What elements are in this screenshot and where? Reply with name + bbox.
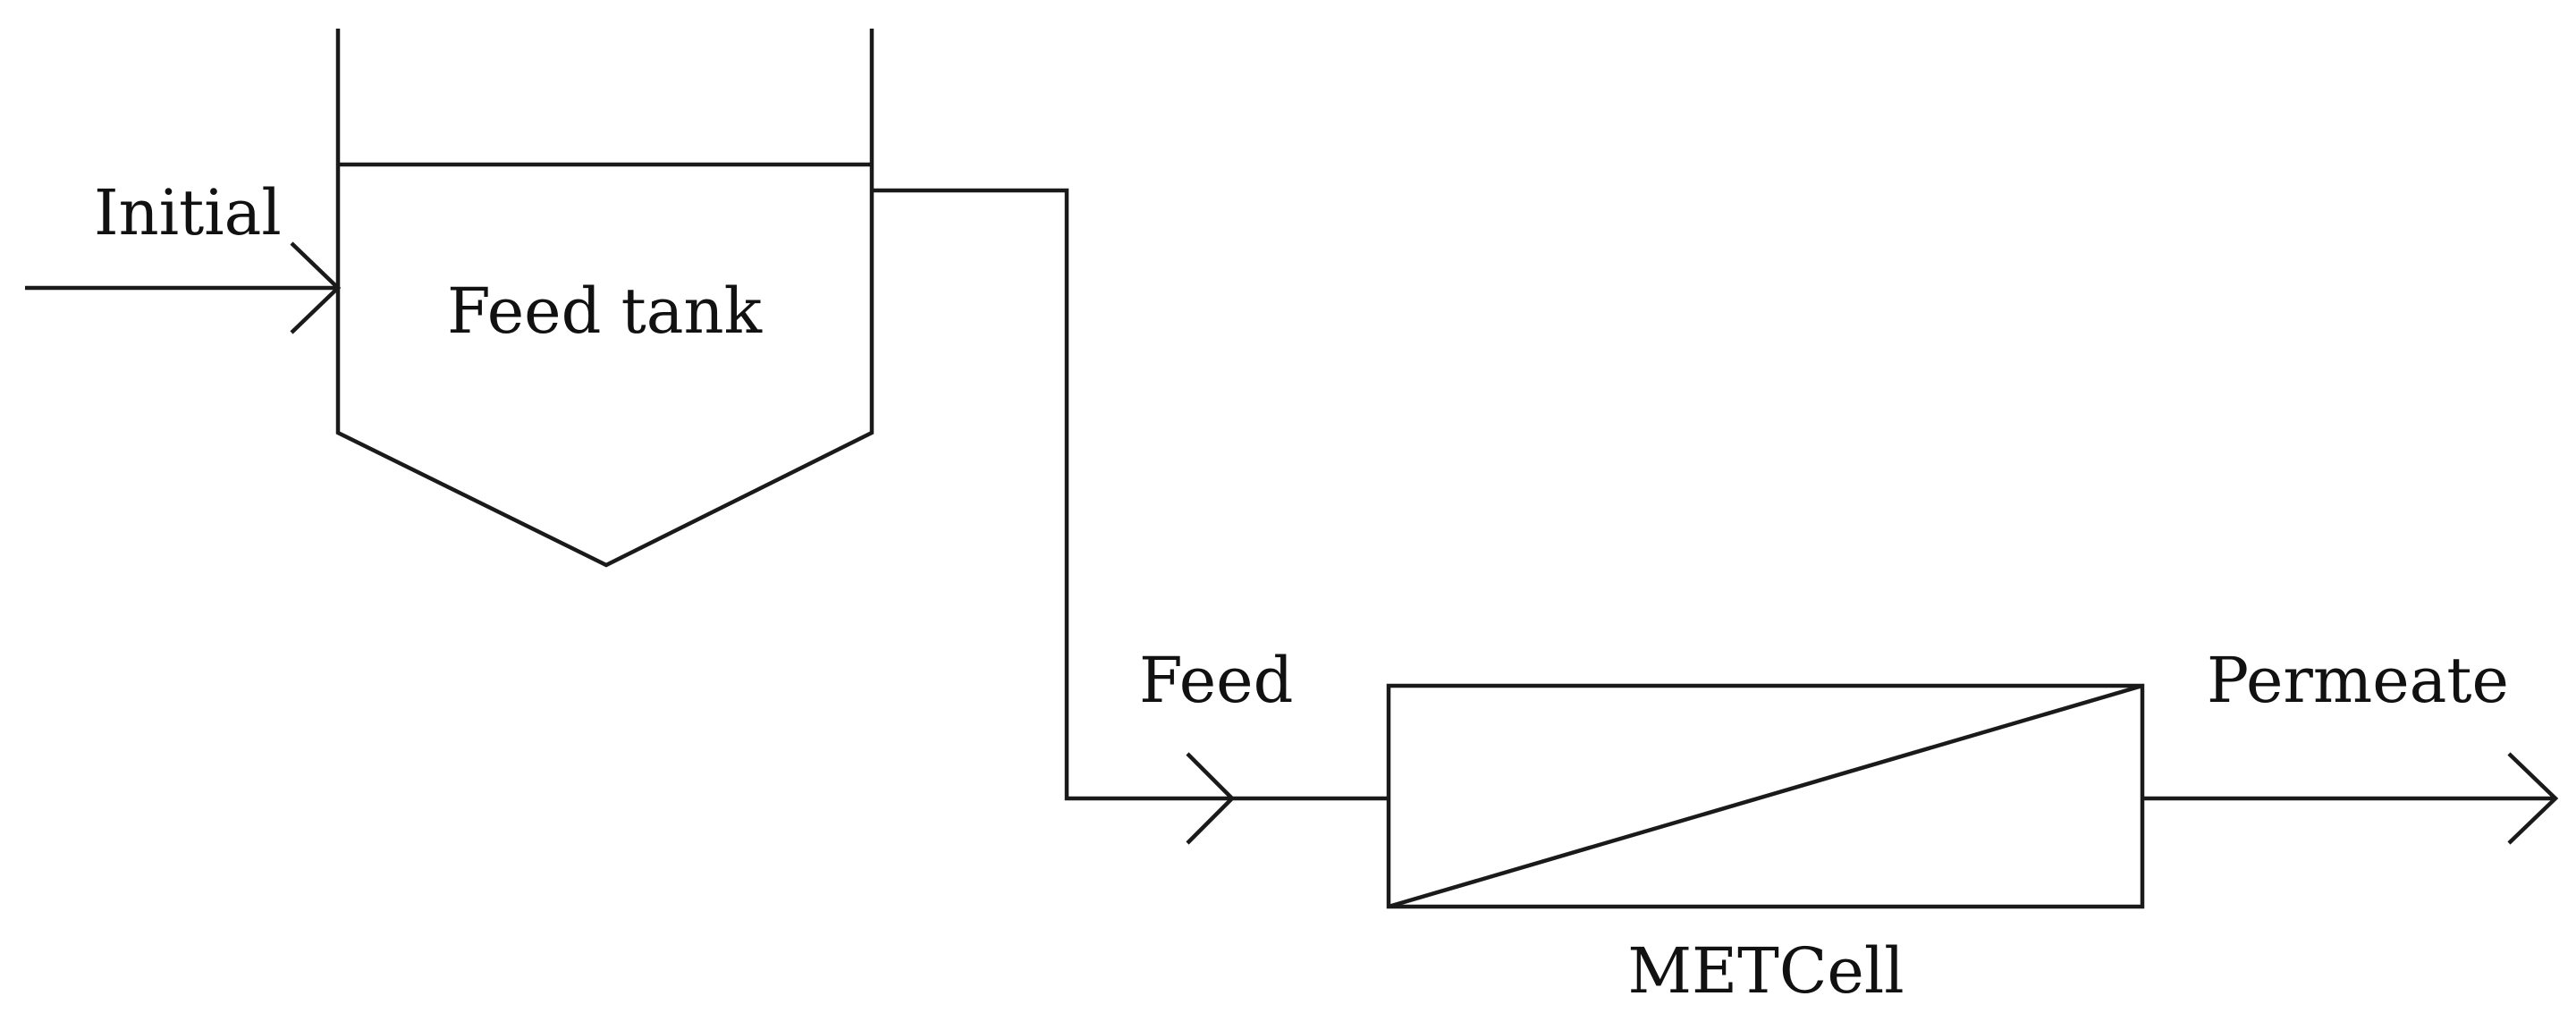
permeate-label: Permeate (2207, 644, 2509, 717)
metcell-label: METCell (1627, 934, 1904, 1008)
feed-tank-body (335, 29, 874, 568)
initial-stream: Initial (25, 176, 342, 334)
feed-tank-label: Feed tank (447, 274, 763, 348)
permeate-stream: Permeate (2142, 644, 2559, 845)
permeate-arrowhead (2507, 752, 2559, 845)
feed-stream-line (872, 188, 1389, 801)
feed-arrowhead (1186, 752, 1236, 845)
initial-label: Initial (94, 176, 282, 249)
metcell-membrane-diagonal (1388, 683, 2143, 909)
feed-tank: Feed tank (335, 29, 874, 568)
initial-arrowhead (290, 241, 342, 334)
feed-stream: Feed (872, 188, 1389, 845)
feed-label: Feed (1139, 644, 1293, 717)
metcell-unit: METCell (1386, 683, 2145, 1008)
metcell-box (1386, 683, 2145, 909)
